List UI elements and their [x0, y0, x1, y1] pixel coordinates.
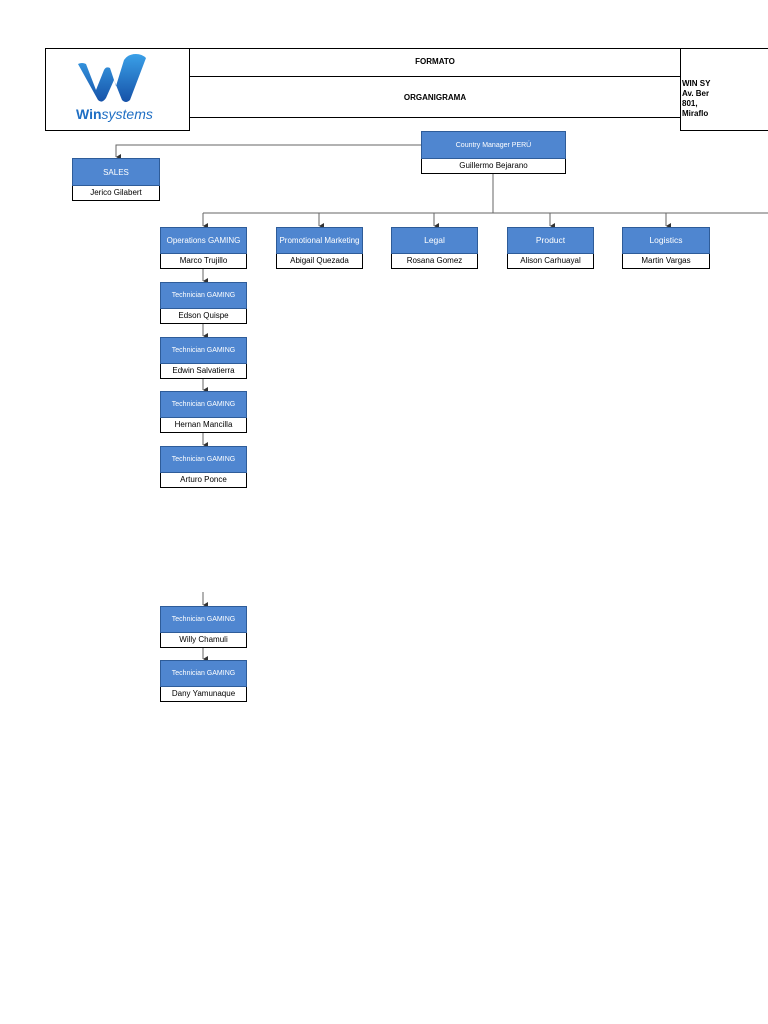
- node-name: Martin Vargas: [622, 254, 710, 269]
- node-title: Product: [507, 227, 594, 254]
- node-name: Alison Carhuayal: [507, 254, 594, 269]
- node-name: Jerico Gilabert: [72, 186, 160, 201]
- node-name: Edson Quispe: [160, 309, 247, 324]
- node-name: Edwin Salvatierra: [160, 364, 247, 379]
- company-address-line-4: Miraflo: [682, 109, 709, 118]
- node-title: Promotional Marketing: [276, 227, 363, 254]
- node-legal: Legal Rosana Gomez: [391, 227, 478, 269]
- node-title: Technician GAMING: [160, 282, 247, 309]
- node-name: Dany Yamunaque: [160, 687, 247, 702]
- winsystems-logo: Winsystems: [72, 52, 162, 127]
- node-product: Product Alison Carhuayal: [507, 227, 594, 269]
- node-technician-5: Technician GAMING Willy Chamuli: [160, 606, 247, 648]
- organigrama-cell: [189, 76, 681, 118]
- node-technician-3: Technician GAMING Hernan Mancilla: [160, 391, 247, 433]
- node-title: Logistics: [622, 227, 710, 254]
- node-country-manager: Country Manager PERÚ Guillermo Bejarano: [421, 131, 566, 174]
- node-name: Marco Trujillo: [160, 254, 247, 269]
- w-logo-icon: [78, 54, 146, 102]
- logo-text-light: systems: [101, 106, 153, 122]
- logo-cell: [45, 48, 190, 131]
- node-name: Arturo Ponce: [160, 473, 247, 488]
- node-title: Operations GAMING: [160, 227, 247, 254]
- node-title: Country Manager PERÚ: [421, 131, 566, 159]
- node-sales: SALES Jerico Gilabert: [72, 158, 160, 201]
- node-operations: Operations GAMING Marco Trujillo: [160, 227, 247, 269]
- company-address-line-2: Av. Ber: [682, 89, 710, 98]
- node-name: Abigail Quezada: [276, 254, 363, 269]
- node-title: Technician GAMING: [160, 606, 247, 633]
- node-title: SALES: [72, 158, 160, 186]
- node-promotional-marketing: Promotional Marketing Abigail Quezada: [276, 227, 363, 269]
- node-technician-4: Technician GAMING Arturo Ponce: [160, 446, 247, 488]
- organigrama-label: ORGANIGRAMA: [403, 93, 467, 102]
- node-title: Legal: [391, 227, 478, 254]
- node-technician-6: Technician GAMING Dany Yamunaque: [160, 660, 247, 702]
- node-logistics: Logistics Martin Vargas: [622, 227, 710, 269]
- company-cell: [680, 48, 768, 131]
- node-name: Hernan Mancilla: [160, 418, 247, 433]
- logo-text-bold: Win: [76, 106, 102, 122]
- node-name: Willy Chamuli: [160, 633, 247, 648]
- company-address-line-1: WIN SY: [682, 79, 711, 88]
- company-address-line-3: 801,: [682, 99, 698, 108]
- node-name: Rosana Gomez: [391, 254, 478, 269]
- formato-label: FORMATO: [415, 57, 455, 66]
- node-title: Technician GAMING: [160, 446, 247, 473]
- node-title: Technician GAMING: [160, 660, 247, 687]
- node-title: Technician GAMING: [160, 337, 247, 364]
- node-name: Guillermo Bejarano: [421, 159, 566, 174]
- formato-cell: [189, 48, 681, 77]
- node-technician-1: Technician GAMING Edson Quispe: [160, 282, 247, 324]
- node-title: Technician GAMING: [160, 391, 247, 418]
- node-technician-2: Technician GAMING Edwin Salvatierra: [160, 337, 247, 379]
